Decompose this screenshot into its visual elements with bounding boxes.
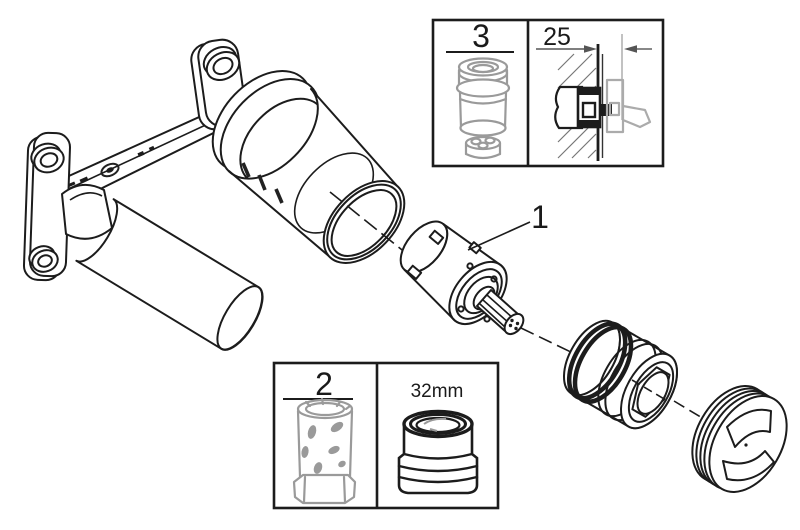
cartridge-part: [399, 220, 525, 336]
engraving-marks: [67, 145, 155, 188]
assembly-axis-dashed: [520, 327, 576, 355]
embedded-valve-body: [554, 85, 612, 130]
inset-3-step-panel: 3: [446, 18, 514, 160]
bracket-hole-upper: [202, 46, 241, 81]
tube-clamp: [61, 183, 113, 240]
step-2-label: 2: [315, 366, 333, 402]
housing-marking-ticks: [241, 162, 284, 204]
valve-housing: [211, 70, 406, 264]
assembly-axis-dashed: [673, 400, 705, 420]
inset-box-3: 3: [431, 18, 665, 168]
trim-lever: [621, 104, 652, 129]
rough-in-body-drawing: [22, 38, 406, 351]
socket-tool-drawing: [397, 409, 479, 495]
perforated-sleeve-drawing: [292, 397, 357, 505]
cap-grip-tab-top: [726, 408, 772, 448]
callout-part-1: 1: [467, 199, 549, 251]
inset-2-tool-panel: 32mm: [397, 381, 479, 495]
inset-box-2: 2 32mm: [272, 361, 500, 510]
callout-1-label: 1: [531, 199, 549, 235]
socket-tool-32mm-label: 32mm: [411, 381, 464, 402]
housing-mouth: [322, 180, 406, 264]
extension-sleeve-drawing: [455, 57, 511, 137]
supply-tube: [554, 85, 584, 130]
cartridge-stem: [476, 289, 525, 336]
dimension-arrow-right: [624, 45, 637, 53]
seal-set-drawing: [464, 135, 502, 160]
cap-grip-tab-bottom: [722, 450, 775, 482]
top-mounting-bracket: [190, 38, 247, 131]
dimension-25: 25: [536, 23, 652, 53]
dimension-25-label: 25: [543, 23, 571, 51]
assembly-axis-dashed: [329, 191, 413, 259]
callout-leader-line: [467, 221, 531, 251]
spout-tube: [61, 183, 264, 351]
inset-3-wall-section-panel: 25: [536, 23, 652, 161]
inset-2-step-panel: 2: [283, 366, 357, 505]
future-trim-outline: [605, 78, 652, 134]
retaining-nut: [563, 319, 678, 430]
o-ring-groove: [572, 324, 634, 404]
bracket-hole-top: [30, 142, 65, 174]
left-mounting-bracket: [22, 131, 71, 282]
dimension-arrow-left: [584, 45, 597, 53]
protection-cap: [691, 385, 788, 493]
step-3-label: 3: [472, 18, 490, 54]
bracket-hole-bottom: [28, 245, 59, 273]
assembly-axis-dashed: [631, 379, 667, 401]
